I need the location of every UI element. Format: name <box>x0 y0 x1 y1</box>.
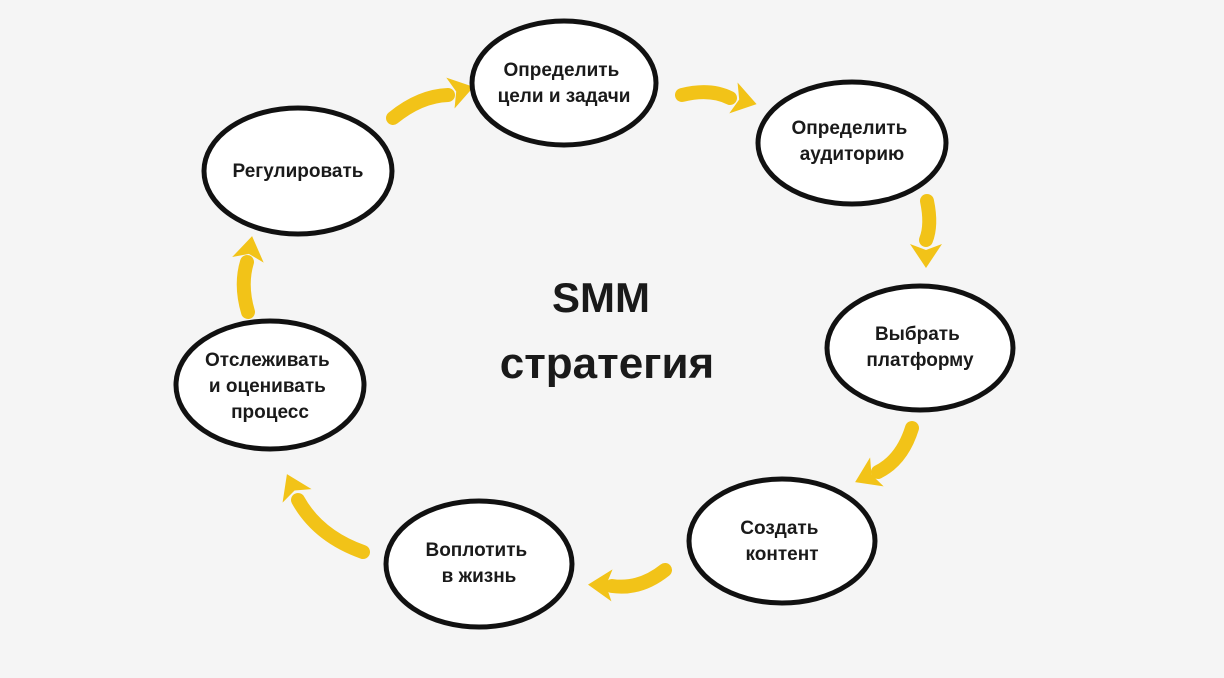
arrow-head <box>282 474 312 503</box>
step-node-platform-line-2: платформу <box>866 350 974 371</box>
arrow-shaft <box>236 255 255 319</box>
step-node-content-ellipse <box>686 476 878 606</box>
step-node-track-line-3: процесс <box>231 402 309 423</box>
step-node-audience-line-2: аудиторию <box>800 144 905 165</box>
step-node-goals: Определить цели и задачи <box>469 18 659 148</box>
arrow-shaft <box>675 85 737 105</box>
arrow-shaft <box>871 421 919 479</box>
step-node-track: Отслеживать и оценивать процесс <box>173 318 367 452</box>
arrow-shaft <box>291 493 370 559</box>
step-node-implement-label: Воплотить в жизнь <box>425 540 532 587</box>
center-title-line-2: стратегия <box>500 339 714 388</box>
arrow-shaft <box>605 563 672 594</box>
step-node-audience-ellipse <box>755 79 949 207</box>
flow-arrows <box>232 77 942 602</box>
step-node-goals-label: Определить цели и задачи <box>498 60 631 107</box>
arrow-head <box>855 457 884 487</box>
center-title: SMM стратегия <box>500 274 714 388</box>
step-node-goals-ellipse <box>469 18 659 148</box>
arrow-head <box>910 244 942 268</box>
step-node-audience: Определить аудиторию <box>755 79 949 207</box>
arrow-head <box>446 77 474 109</box>
arrow-platform-to-content <box>855 421 919 487</box>
step-node-track-label: Отслеживать и оценивать процесс <box>205 350 335 423</box>
arrow-content-to-implement <box>588 563 672 602</box>
step-node-regulate-line-1: Регулировать <box>233 161 364 182</box>
step-node-platform-label: Выбрать платформу <box>866 324 974 371</box>
step-node-goals-line-2: цели и задачи <box>498 86 631 107</box>
step-node-audience-line-1: Определить <box>791 118 907 139</box>
arrow-shaft <box>919 194 937 247</box>
step-node-platform: Выбрать платформу <box>824 283 1016 413</box>
step-node-content-line-2: контент <box>746 544 819 565</box>
arrow-track-to-regulate <box>232 236 264 319</box>
step-node-track-line-2: и оценивать <box>209 376 326 397</box>
step-node-audience-label: Определить аудиторию <box>791 118 912 165</box>
step-node-content-line-1: Создать <box>740 518 818 539</box>
arrow-implement-to-track <box>282 474 370 559</box>
step-node-regulate: Регулировать <box>201 105 395 237</box>
step-node-goals-line-1: Определить <box>503 60 619 81</box>
step-node-implement: Воплотить в жизнь <box>383 498 575 630</box>
arrow-head <box>729 82 757 114</box>
step-node-implement-line-2: в жизнь <box>442 566 517 587</box>
arrow-shaft <box>386 88 455 125</box>
step-node-platform-ellipse <box>824 283 1016 413</box>
arrow-head <box>588 569 613 602</box>
step-node-track-line-1: Отслеживать <box>205 350 330 371</box>
step-node-implement-ellipse <box>383 498 575 630</box>
arrow-regulate-to-goals <box>386 77 474 125</box>
arrow-goals-to-audience <box>675 82 757 114</box>
step-node-implement-line-1: Воплотить <box>425 540 527 561</box>
step-node-content: Создать контент <box>686 476 878 606</box>
step-node-track-ellipse <box>173 318 367 452</box>
step-node-platform-line-1: Выбрать <box>875 324 960 345</box>
arrow-head <box>232 236 264 263</box>
step-node-regulate-label: Регулировать <box>233 161 364 182</box>
center-title-line-1: SMM <box>552 274 650 321</box>
step-node-regulate-ellipse <box>201 105 395 237</box>
step-node-content-label: Создать контент <box>740 518 823 565</box>
arrow-audience-to-platform <box>910 194 942 268</box>
